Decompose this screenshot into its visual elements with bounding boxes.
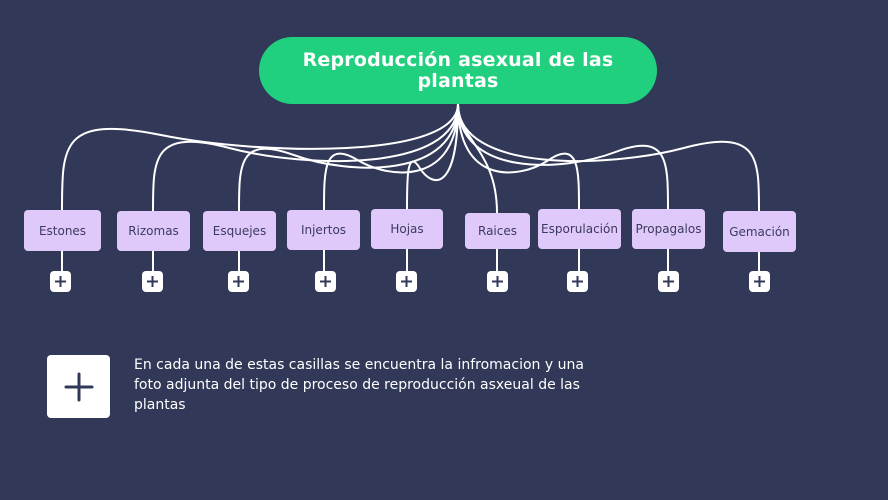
node-hojas[interactable]: Hojas (371, 209, 443, 249)
node-esquejes[interactable]: Esquejes (203, 211, 276, 251)
node-label: Injertos (300, 223, 347, 237)
connector-3 (323, 103, 459, 211)
expand-propagalos-button[interactable] (658, 271, 679, 292)
plus-icon (572, 276, 583, 287)
connector-7 (457, 103, 669, 210)
node-label: Gemación (729, 224, 790, 239)
legend-plus-box (47, 355, 110, 418)
plus-icon (233, 276, 244, 287)
plus-icon (320, 276, 331, 287)
root-topic[interactable]: Reproducción asexual de las plantas (259, 37, 657, 104)
node-raices[interactable]: Raices (465, 213, 530, 249)
plus-icon (754, 276, 765, 287)
expand-gemacion-button[interactable] (749, 271, 770, 292)
plus-icon (401, 276, 412, 287)
expand-estones-button[interactable] (50, 271, 71, 292)
node-estones[interactable]: Estones (24, 210, 101, 251)
node-label: Raices (478, 224, 517, 238)
expand-hojas-button[interactable] (396, 271, 417, 292)
node-label: Esquejes (212, 224, 267, 238)
connector-2 (238, 103, 459, 212)
expand-injertos-button[interactable] (315, 271, 336, 292)
node-label: Estones (38, 223, 87, 238)
plus-icon (492, 276, 503, 287)
connector-5 (457, 103, 498, 214)
node-label: Rizomas (128, 224, 179, 238)
node-label: Esporulación (541, 222, 618, 236)
expand-esquejes-button[interactable] (228, 271, 249, 292)
expand-raices-button[interactable] (487, 271, 508, 292)
plus-icon (147, 276, 158, 287)
node-propagalos[interactable]: Propagalos (632, 209, 705, 249)
connector-8 (457, 103, 760, 212)
connector-1 (152, 103, 459, 212)
root-topic-title: Reproducción asexual de las plantas (302, 48, 614, 92)
plus-icon (55, 276, 66, 287)
node-label: Propagalos (635, 222, 702, 236)
node-gemacion[interactable]: Gemación (723, 211, 796, 252)
node-label: Hojas (390, 222, 424, 236)
node-injertos[interactable]: Injertos (287, 210, 360, 250)
node-esporulacion[interactable]: Esporulación (538, 209, 621, 249)
plus-icon (64, 372, 93, 401)
connector-4 (406, 103, 459, 210)
expand-rizomas-button[interactable] (142, 271, 163, 292)
connector-0 (61, 103, 459, 211)
node-rizomas[interactable]: Rizomas (117, 211, 190, 251)
connector-6 (457, 103, 580, 210)
legend-description: En cada una de estas casillas se encuent… (134, 357, 584, 413)
plus-icon (663, 276, 674, 287)
expand-esporulacion-button[interactable] (567, 271, 588, 292)
